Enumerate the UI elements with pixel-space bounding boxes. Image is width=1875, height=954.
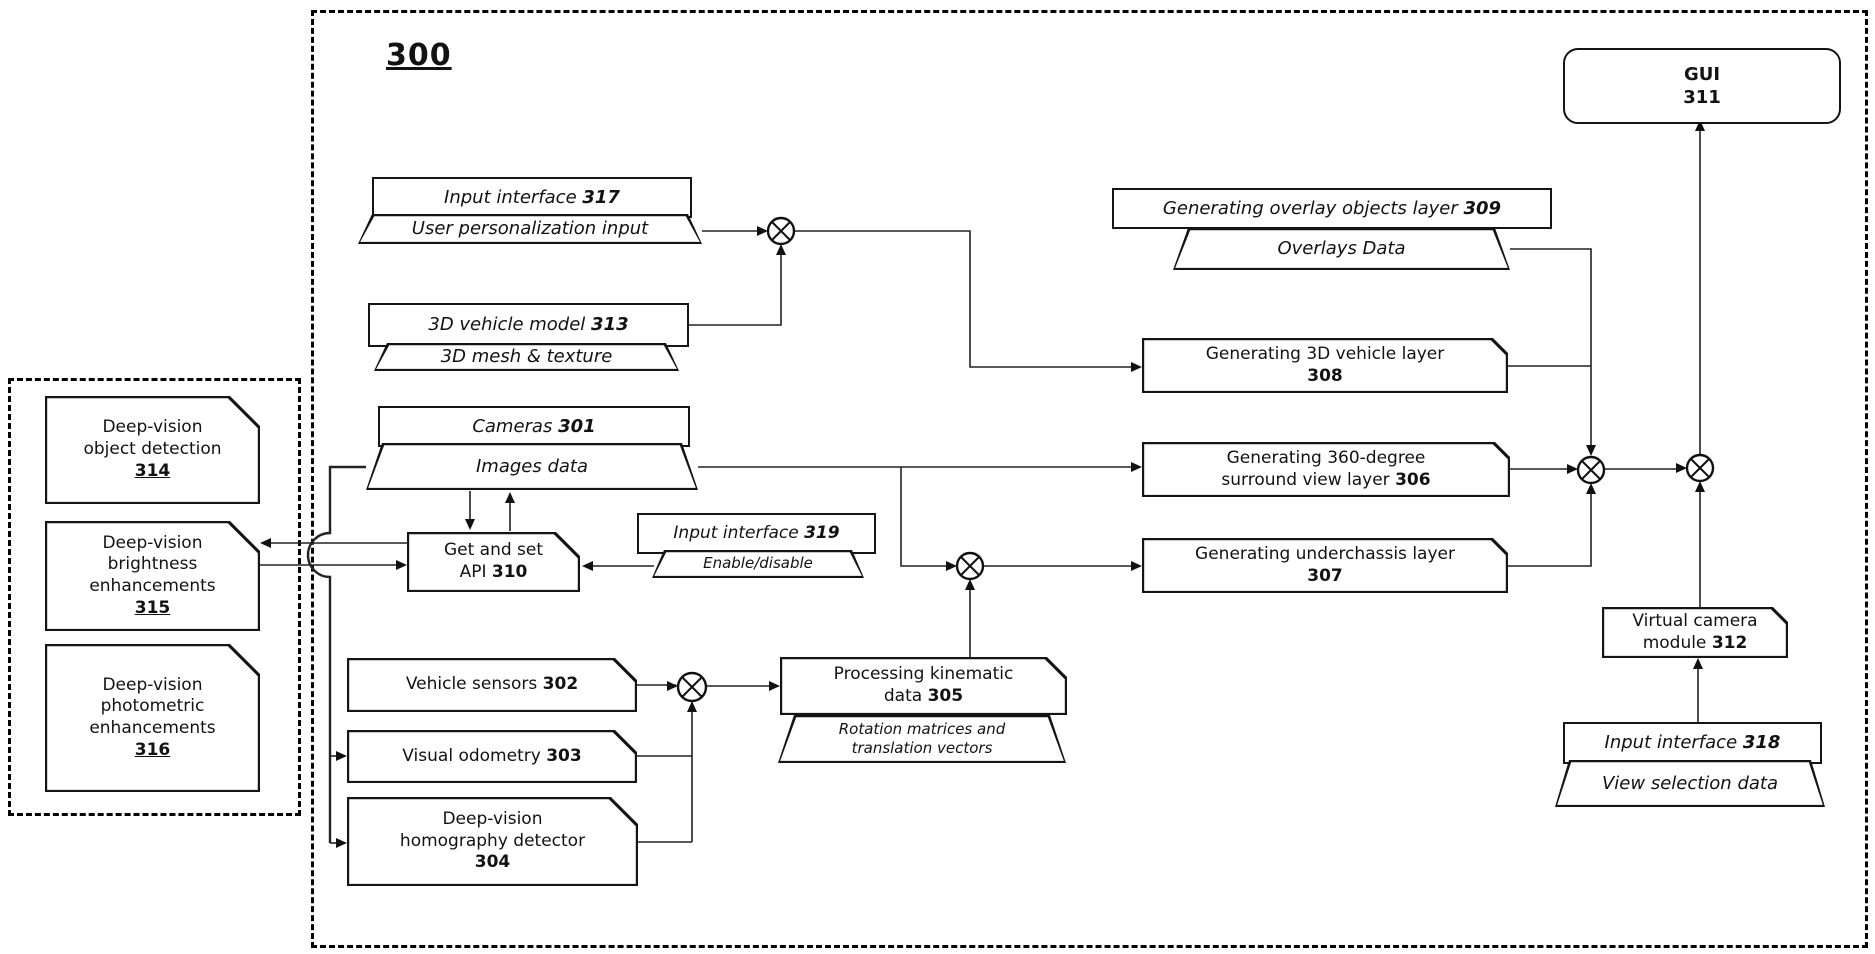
block-label: Input interface 317 <box>444 186 620 208</box>
box-fill <box>782 659 1065 713</box>
block-label: Processing kinematic data 305 <box>833 664 1014 706</box>
block-get-and-set-api-310: Get and set API 310 <box>407 532 580 592</box>
block-deep-vision-homography-detector-304: Deep-vision homography detector 304 <box>347 797 638 886</box>
box-fill <box>349 732 635 781</box>
box-fill <box>47 398 258 502</box>
block-deep-vision-photometric-enhancements-316: Deep-vision photometric enhancements 316 <box>45 644 260 792</box>
shape-fill <box>360 216 700 242</box>
data-view-selection-data: View selection data <box>1555 760 1825 807</box>
shape-fill <box>654 552 862 576</box>
data-enable-disable: Enable/disable <box>652 550 864 578</box>
block-label: Input interface 318 <box>1604 732 1781 754</box>
box-fill <box>409 534 578 590</box>
block-input-interface-318: Input interface 318 <box>1563 722 1822 764</box>
box-fill <box>1604 609 1786 656</box>
block-label: Input interface 319 <box>673 522 840 543</box>
block-gui-311: GUI 311 <box>1563 48 1841 124</box>
block-label: Deep-vision brightness enhancements 315 <box>89 532 216 618</box>
data-images-data: Images data <box>366 443 698 490</box>
data-label: View selection data <box>1601 772 1778 794</box>
block-visual-odometry-303: Visual odometry 303 <box>347 730 637 783</box>
block-label: Virtual camera module 312 <box>1632 610 1758 653</box>
shape-fill <box>1175 230 1508 268</box>
block-generating-underchassis-layer-307: Generating underchassis layer 307 <box>1142 538 1508 593</box>
box-fill <box>1144 444 1508 495</box>
block-processing-kinematic-data-305: Processing kinematic data 305 <box>780 657 1067 715</box>
block-generating-360-surround-view-layer-306: Generating 360-degree surround view laye… <box>1142 442 1510 497</box>
data-overlays-data: Overlays Data <box>1173 228 1510 270</box>
block-label: Deep-vision photometric enhancements 316 <box>89 674 216 760</box>
box-fill <box>1144 540 1506 591</box>
block-3d-vehicle-model-313: 3D vehicle model 313 <box>368 303 689 347</box>
box-fill <box>47 523 258 629</box>
block-label: GUI 311 <box>1683 63 1721 108</box>
block-generating-3d-vehicle-layer-308: Generating 3D vehicle layer 308 <box>1142 338 1508 393</box>
box-fill <box>1144 340 1506 391</box>
block-label: 3D vehicle model 313 <box>428 314 629 336</box>
block-label: Generating 3D vehicle layer 308 <box>1205 343 1445 386</box>
block-label: Deep-vision object detection 314 <box>83 417 222 481</box>
data-label: Enable/disable <box>703 554 813 573</box>
block-input-interface-319: Input interface 319 <box>637 513 876 554</box>
data-label: Rotation matrices and translation vector… <box>838 719 1006 757</box>
shape-fill <box>376 345 677 369</box>
deep-vision-modules-panel <box>8 378 301 816</box>
data-label: Images data <box>475 455 589 477</box>
data-rotation-translation: Rotation matrices and translation vector… <box>778 715 1066 763</box>
block-label: Vehicle sensors 302 <box>405 674 579 695</box>
block-label: Deep-vision homography detector 304 <box>399 808 586 873</box>
data-label: 3D mesh & texture <box>440 346 613 368</box>
data-label: Overlays Data <box>1277 238 1406 260</box>
box-fill <box>349 660 635 710</box>
block-deep-vision-brightness-enhancements-315: Deep-vision brightness enhancements 315 <box>45 521 260 631</box>
data-label: User personalization input <box>411 218 649 240</box>
block-virtual-camera-module-312: Virtual camera module 312 <box>1602 607 1788 658</box>
block-label: Cameras 301 <box>472 415 596 437</box>
block-input-interface-317: Input interface 317 <box>372 177 692 218</box>
data-user-personalization-input: User personalization input <box>358 214 702 244</box>
shape-fill <box>1557 762 1823 805</box>
block-label: Get and set API 310 <box>443 540 544 582</box>
block-label: Generating 360-degree surround view laye… <box>1221 447 1431 490</box>
block-vehicle-sensors-302: Vehicle sensors 302 <box>347 658 637 712</box>
block-label: Generating overlay objects layer 309 <box>1162 197 1502 219</box>
box-fill <box>47 646 258 790</box>
box-fill <box>349 799 636 884</box>
block-label: Generating underchassis layer 307 <box>1195 543 1455 586</box>
block-label: Visual odometry 303 <box>402 745 582 766</box>
block-deep-vision-object-detection-314: Deep-vision object detection 314 <box>45 396 260 504</box>
block-generating-overlay-objects-layer-309: Generating overlay objects layer 309 <box>1112 188 1552 229</box>
data-3d-mesh-texture: 3D mesh & texture <box>374 343 679 371</box>
block-cameras-301: Cameras 301 <box>378 406 690 447</box>
shape-fill <box>368 445 696 488</box>
figure-number: 300 <box>386 38 452 73</box>
shape-fill <box>780 717 1064 761</box>
